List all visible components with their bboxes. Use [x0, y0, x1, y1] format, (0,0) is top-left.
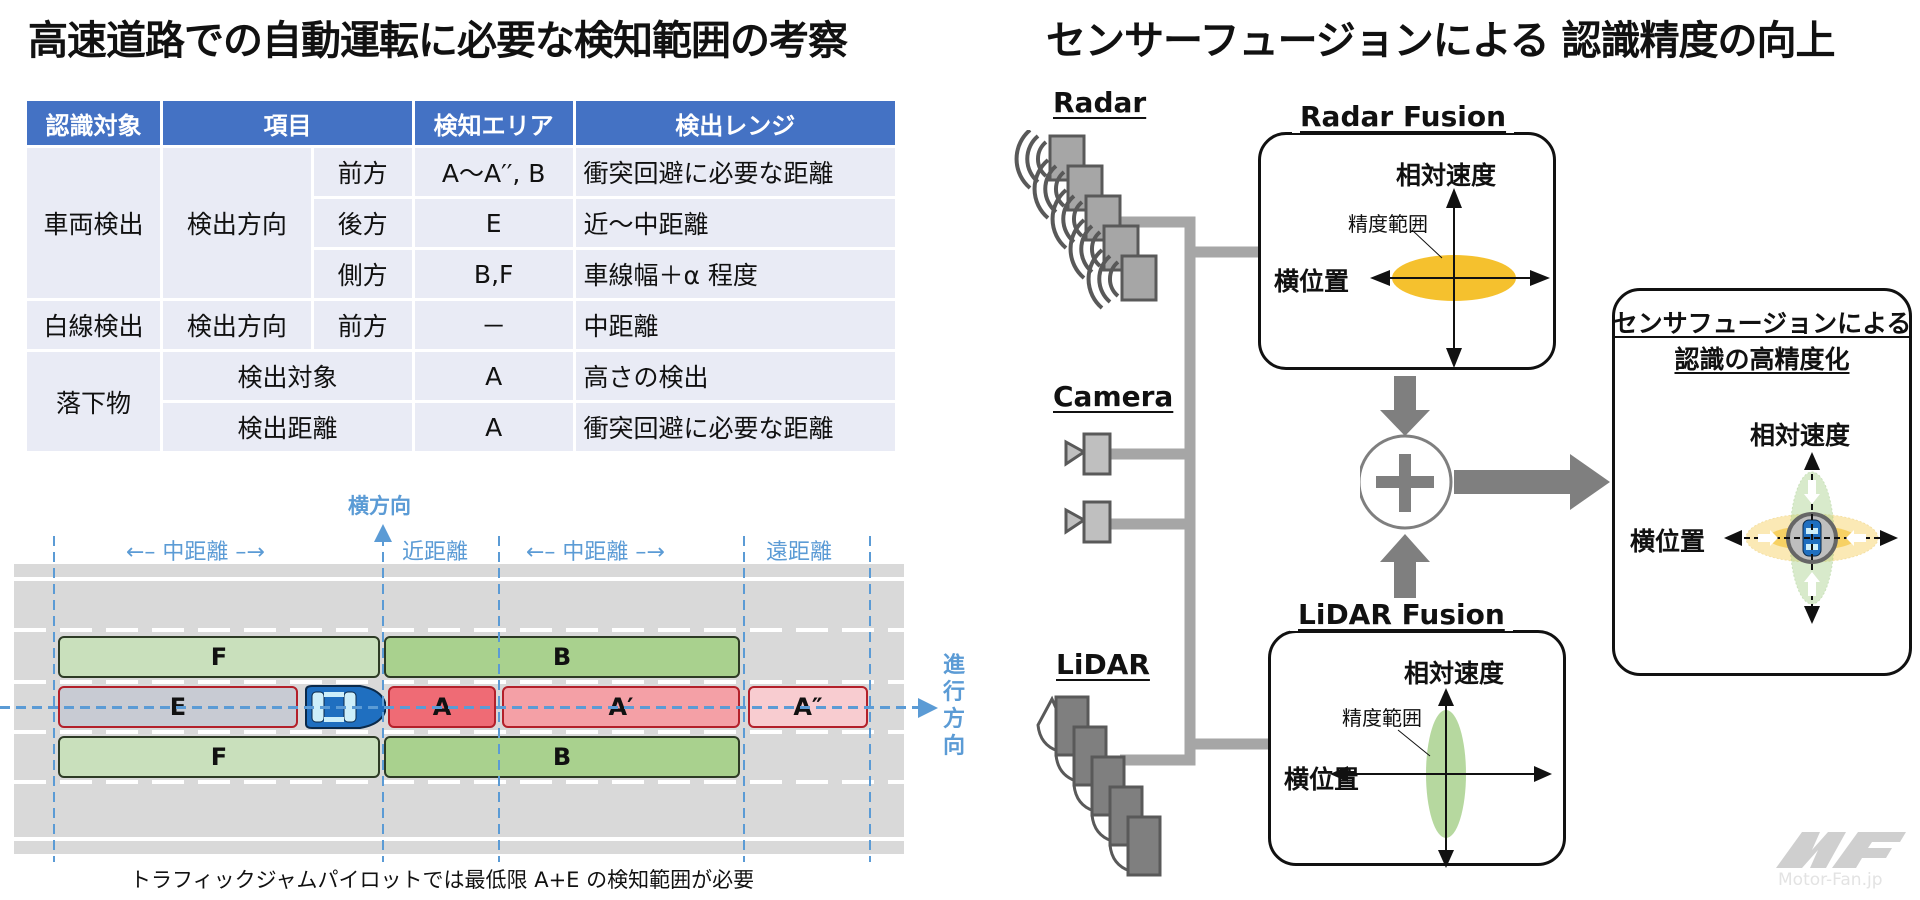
lane-divider: [14, 780, 904, 784]
table-row: 車両検出 検出方向 前方 A～A′′, B 衝突回避に必要な距離: [27, 148, 895, 298]
boundary-line: [498, 536, 500, 862]
table-cell: 検出距離: [163, 403, 412, 451]
table-cell: A: [414, 352, 573, 400]
table-row: 落下物 検出対象 A 高さの検出: [27, 352, 895, 451]
zone-f-bottom: F: [58, 736, 380, 778]
table-row: 検出距離 A 衝突回避に必要な距離: [27, 403, 895, 451]
lane-divider: [14, 628, 904, 632]
boundary-line: [869, 536, 871, 862]
detection-table: 認識対象 項目 検知エリア 検出レンジ 車両検出 検出方向 前方 A～A′′, …: [24, 98, 898, 454]
radar-fusion-box: [1258, 132, 1556, 370]
table-cell: A～A′′, B: [414, 148, 573, 196]
table-cell: B,F: [414, 250, 573, 298]
camera-sensor-icon: [1064, 432, 1112, 476]
table-cell: 側方: [313, 250, 412, 298]
table-row: 後方 E 近～中距離: [27, 199, 895, 247]
sensor-connectors: [1104, 216, 1268, 766]
table-cell: 中距離: [575, 301, 895, 349]
table-header: 項目: [163, 101, 412, 145]
radar-label: Radar: [1053, 86, 1147, 119]
travel-char: 向: [942, 734, 965, 759]
table-cell: 近～中距離: [575, 199, 895, 247]
table-cell: E: [414, 199, 573, 247]
table-cell: 前方: [313, 148, 412, 196]
table-cell: 高さの検出: [575, 352, 895, 400]
left-title: 高速道路での自動運転に必要な検知範囲の考察: [28, 18, 848, 64]
zone-b-top: B: [384, 636, 740, 678]
table-cell: 衝突回避に必要な距離: [575, 148, 895, 196]
table-cell: 車線幅＋α 程度: [575, 250, 895, 298]
travel-direction-line: [0, 706, 920, 709]
camera-label: Camera: [1053, 380, 1174, 413]
lidar-fusion-title: LiDAR Fusion: [1290, 598, 1513, 631]
boundary-line: [743, 536, 745, 862]
fusion-result-title: センサフュージョンによる 認識の高精度化: [1612, 306, 1912, 378]
distance-label: 近距離: [402, 540, 469, 565]
table-row: 側方 B,F 車線幅＋α 程度: [27, 250, 895, 298]
travel-arrow-icon: [918, 698, 938, 718]
result-title-line: センサフュージョンによる: [1612, 309, 1912, 338]
table-header: 認識対象: [27, 101, 161, 145]
lateral-direction-label: 横方向: [348, 494, 411, 518]
result-y-axis-label: 相対速度: [1750, 421, 1851, 450]
table-row: 白線検出 検出方向 前方 － 中距離: [27, 301, 895, 349]
road-diagram: F B E A A′ A″ F B 進 行 方 向 横方向 ←– 中距離 –→ …: [0, 480, 965, 900]
lane-divider: [14, 680, 904, 684]
radar-sensor-icon: [1014, 130, 1158, 310]
lidar-sensor-icon: [1036, 695, 1162, 877]
lidar-fusion-box: [1268, 630, 1566, 866]
table-cell: 検出方向: [163, 148, 311, 298]
road-caption: トラフィックジャムパイロットでは最低限 A+E の検知範囲が必要: [130, 868, 755, 892]
road-edge-line: [14, 837, 904, 841]
fusion-result-plot: [1724, 452, 1898, 624]
fusion-combiner: [1360, 376, 1610, 598]
table-cell: 衝突回避に必要な距離: [575, 403, 895, 451]
result-title-line: 認識の高精度化: [1674, 345, 1850, 374]
lateral-arrow-icon: [374, 524, 392, 542]
watermark-text: Motor-Fan.jp: [1778, 870, 1883, 890]
radar-x-axis-label: 横位置: [1274, 267, 1350, 296]
travel-char: 行: [942, 680, 965, 705]
lidar-label: LiDAR: [1056, 648, 1150, 681]
distance-label: ←– 中距離 –→: [526, 540, 665, 565]
table-cell: 検出方向: [163, 301, 311, 349]
fusion-result-box: [1612, 288, 1912, 676]
distance-label: 遠距離: [766, 540, 833, 565]
table-cell: 前方: [313, 301, 412, 349]
lidar-accuracy-label: 精度範囲: [1342, 706, 1422, 730]
table-cell: －: [414, 301, 573, 349]
zone-f-top: F: [58, 636, 380, 678]
table-header: 検知エリア: [414, 101, 573, 145]
table-header: 検出レンジ: [575, 101, 895, 145]
motor-fan-logo-icon: [1776, 832, 1906, 868]
boundary-line: [382, 536, 384, 862]
road-edge-line: [14, 577, 904, 581]
boundary-line: [53, 536, 55, 862]
travel-char: 進: [942, 653, 965, 678]
lidar-accuracy-plot: [1330, 688, 1552, 868]
table-cell: 検出対象: [163, 352, 412, 400]
zone-b-bottom: B: [384, 736, 740, 778]
lane-divider: [14, 730, 904, 734]
radar-y-axis-label: 相対速度: [1396, 161, 1497, 190]
table-cell: A: [414, 403, 573, 451]
travel-char: 方: [942, 707, 965, 732]
camera-sensor-icon: [1064, 500, 1112, 544]
radar-fusion-title: Radar Fusion: [1292, 100, 1515, 133]
table-cell: 後方: [313, 199, 412, 247]
result-x-axis-label: 横位置: [1630, 527, 1706, 556]
table-cell: 車両検出: [27, 148, 161, 298]
lidar-y-axis-label: 相対速度: [1404, 659, 1505, 688]
distance-label: ←– 中距離 –→: [126, 540, 265, 565]
right-title: センサーフュージョンによる 認識精度の向上: [1046, 18, 1836, 64]
table-header-row: 認識対象 項目 検知エリア 検出レンジ: [27, 101, 895, 145]
radar-accuracy-plot: [1370, 188, 1550, 368]
table-cell: 落下物: [27, 352, 161, 451]
table-cell: 白線検出: [27, 301, 161, 349]
travel-direction-label: 進 行 方 向: [940, 652, 968, 760]
